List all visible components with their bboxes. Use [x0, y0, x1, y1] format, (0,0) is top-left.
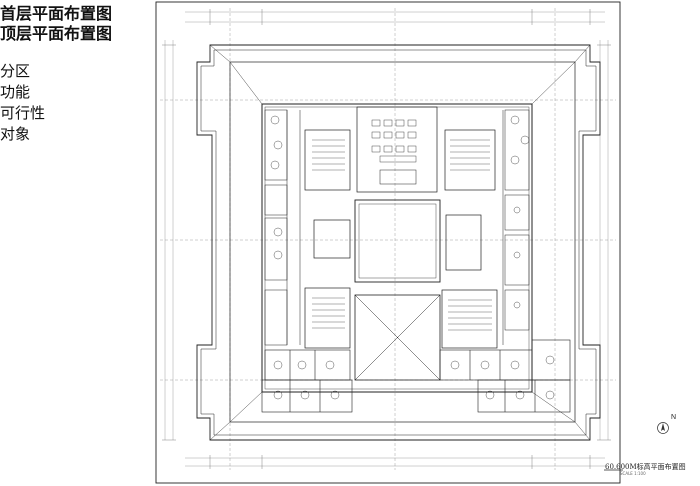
- building-footprint: [261, 103, 533, 393]
- north-label: N: [671, 414, 677, 421]
- drawing-caption: 60.600M标高平面布置图: [605, 463, 686, 471]
- core-top-right: [444, 129, 496, 191]
- core-bottom-right: [441, 289, 498, 349]
- right-room-strip: [502, 109, 530, 345]
- roof-plate: [229, 61, 576, 423]
- roof-hip-lines: [209, 44, 591, 441]
- corner-furniture: [270, 115, 555, 400]
- central-atrium: [354, 199, 441, 283]
- sidebar: 首层平面布置图 顶层平面布置图 分区 功能 可行性 对象: [0, 0, 150, 486]
- stair-hatching: [312, 139, 492, 331]
- title-top-floor-plan: 顶层平面布置图: [0, 24, 113, 43]
- left-room-strip: [264, 109, 301, 346]
- bottom-left-annex: [261, 349, 353, 413]
- topic-function: 功能: [0, 83, 31, 101]
- sheet-border: [155, 1, 621, 484]
- room-right-middle: [445, 214, 482, 271]
- top-hall: [356, 106, 438, 193]
- topic-zoning: 分区: [0, 62, 31, 80]
- core-bottom-left: [304, 287, 351, 349]
- core-top-left: [304, 129, 351, 191]
- drawing-sheet: [153, 0, 623, 486]
- hall-furniture: [371, 119, 417, 163]
- floor-plan-drawing: [155, 1, 623, 484]
- lower-skylight: [354, 294, 441, 381]
- title-ground-floor-plan: 首层平面布置图: [0, 4, 113, 23]
- dimension-ticks: [162, 9, 611, 469]
- topic-target: 对象: [0, 125, 31, 143]
- dimension-lines: [160, 8, 616, 470]
- room-left-middle: [313, 219, 351, 259]
- topic-feasibility: 可行性: [0, 104, 46, 122]
- north-arrow-icon: [657, 422, 669, 434]
- bottom-right-annex: [439, 339, 571, 413]
- drawing-scale: SCALE 1:100: [620, 471, 646, 476]
